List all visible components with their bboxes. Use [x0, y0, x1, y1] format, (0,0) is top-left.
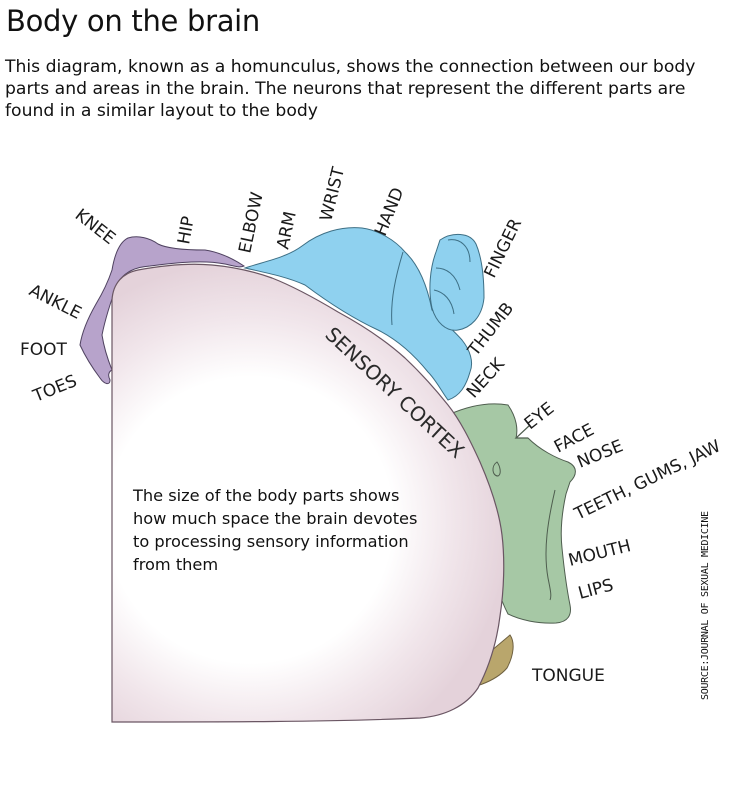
source-credit: SOURCE:JOURNAL OF SEXUAL MEDICINE — [700, 511, 711, 700]
label-tongue: TONGUE — [531, 666, 605, 686]
label-elbow: ELBOW — [235, 190, 267, 255]
page-title: Body on the brain — [6, 4, 261, 38]
label-knee: KNEE — [71, 205, 119, 249]
label-mouth: MOUTH — [566, 536, 633, 571]
label-finger: FINGER — [481, 215, 527, 281]
label-toes: TOES — [29, 371, 79, 407]
leg-foot-shape — [79, 236, 245, 385]
label-arm: ARM — [273, 210, 300, 251]
label-wrist: WRIST — [316, 165, 349, 224]
label-lips: LIPS — [576, 575, 615, 604]
label-hip: HIP — [174, 215, 199, 246]
arm-hand-shape — [243, 227, 473, 401]
sensory-cortex-shape — [111, 263, 505, 723]
label-ankle: ANKLE — [26, 281, 85, 324]
explanatory-note: The size of the body parts shows how muc… — [133, 486, 418, 574]
label-hand: HAND — [371, 185, 408, 239]
label-foot: FOOT — [20, 340, 68, 360]
subtitle: This diagram, known as a homunculus, sho… — [5, 57, 696, 121]
